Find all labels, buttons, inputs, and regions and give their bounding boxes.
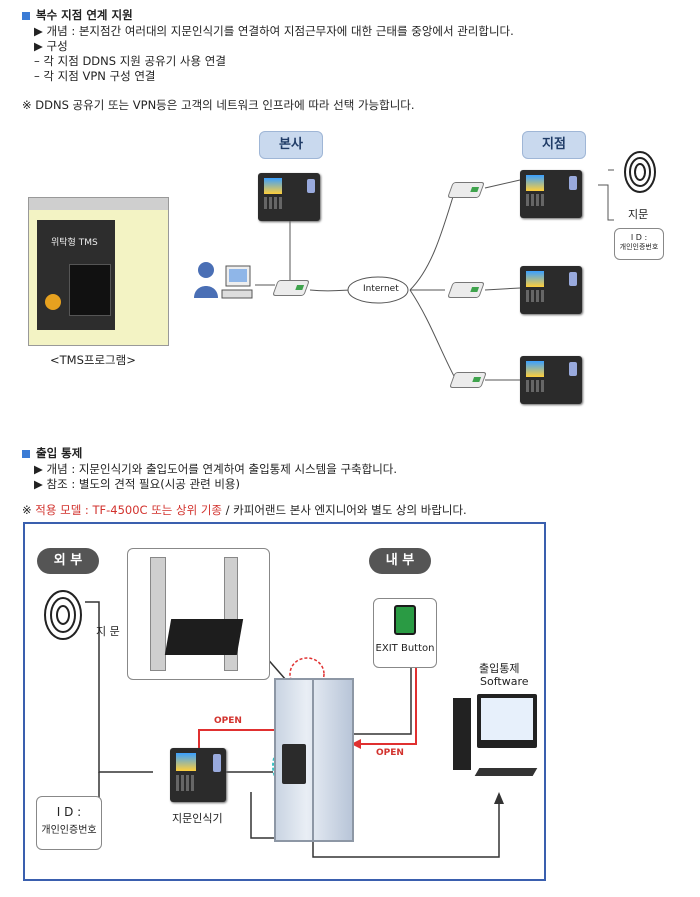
fingerprint-icon bbox=[624, 151, 656, 193]
pc-monitor bbox=[477, 694, 537, 748]
door-lock-hardware-panel bbox=[127, 548, 270, 680]
inside-label: 내 부 bbox=[369, 548, 431, 574]
id-sub-label: 개인인증번호 bbox=[619, 243, 659, 251]
fingerprint-icon bbox=[44, 590, 82, 640]
exit-button-label: EXIT Button bbox=[375, 643, 435, 654]
section1-line2: ▶ 구성 bbox=[34, 39, 68, 53]
branch-fingerprint-reader-1 bbox=[520, 170, 582, 218]
door-reader bbox=[282, 744, 306, 784]
section1-note: ※ DDNS 공유기 또는 VPN등은 고객의 네트워크 인프라에 따라 선택 … bbox=[22, 98, 415, 112]
glass-door bbox=[274, 678, 354, 842]
section1-line3: – 각 지점 DDNS 지원 공유기 사용 연결 bbox=[34, 54, 226, 68]
lock-plate bbox=[150, 557, 166, 671]
internet-label: Internet bbox=[363, 284, 399, 294]
exit-button-panel: EXIT Button bbox=[373, 598, 437, 668]
branch-router-icon-2 bbox=[447, 282, 485, 298]
branch-label: 지점 bbox=[522, 131, 586, 159]
software-label-line2: Software bbox=[480, 675, 529, 688]
note-mark: ※ bbox=[22, 503, 32, 517]
section2-note: ※ 적용 모델 : TF-4500C 또는 상위 기종 / 카피어랜드 본사 엔… bbox=[22, 503, 467, 517]
id-label: I D : bbox=[630, 233, 648, 242]
id-label: I D : bbox=[56, 805, 82, 819]
user-pc-icon bbox=[194, 262, 253, 299]
tms-title: 위탁형 TMS bbox=[51, 238, 98, 248]
section1-title-text: 복수 지점 연계 지원 bbox=[36, 8, 133, 22]
pc-tower bbox=[453, 698, 471, 770]
section1-line4: – 각 지점 VPN 구성 연결 bbox=[34, 69, 156, 83]
fingerprint-label: 지 문 bbox=[96, 625, 120, 638]
hq-fingerprint-reader bbox=[258, 173, 320, 221]
hq-label: 본사 bbox=[259, 131, 323, 159]
branch-router-icon-3 bbox=[449, 372, 487, 388]
fingerprint-label: 지문 bbox=[628, 208, 649, 221]
network-diagram-lines bbox=[255, 169, 614, 381]
section1-title: 복수 지점 연계 지원 bbox=[22, 8, 133, 22]
control-pc-icon bbox=[453, 694, 538, 782]
id-card: I D : 개인인증번호 bbox=[614, 228, 664, 260]
id-sub-label: 개인인증번호 bbox=[41, 825, 97, 836]
branch-fingerprint-reader-3 bbox=[520, 356, 582, 404]
tms-device-image bbox=[69, 264, 111, 316]
outside-label: 외 부 bbox=[37, 548, 99, 574]
tms-caption: <TMS프로그램> bbox=[50, 353, 136, 367]
tms-logo-icon bbox=[45, 294, 61, 310]
section2-title: 출입 통제 bbox=[22, 446, 82, 460]
controller-box bbox=[164, 619, 244, 655]
open-label-2: OPEN bbox=[376, 748, 404, 758]
pc-keyboard bbox=[474, 768, 538, 776]
tms-toolbar bbox=[29, 198, 168, 210]
tms-program-screenshot: 위탁형 TMS bbox=[28, 197, 169, 346]
exit-button-icon bbox=[394, 605, 416, 635]
section1-line1: ▶ 개념 : 본지점간 여러대의 지문인식기를 연결하여 지점근무자에 대한 근… bbox=[34, 24, 514, 38]
hq-router-icon bbox=[272, 280, 310, 296]
software-label-line1: 출입통제 bbox=[479, 662, 520, 675]
open-label-1: OPEN bbox=[214, 716, 242, 726]
section2-title-text: 출입 통제 bbox=[36, 446, 83, 460]
tms-cover: 위탁형 TMS bbox=[37, 220, 115, 330]
section2-line1: ▶ 개념 : 지문인식기와 출입도어를 연계하여 출입통제 시스템을 구축합니다… bbox=[34, 462, 398, 476]
square-bullet-icon bbox=[22, 11, 30, 20]
section2-line2: ▶ 참조 : 별도의 견적 필요(시공 관련 비용) bbox=[34, 477, 240, 491]
branch-fingerprint-reader-2 bbox=[520, 266, 582, 314]
internet-cloud bbox=[347, 276, 409, 304]
reader-label: 지문인식기 bbox=[172, 812, 223, 825]
fingerprint-reader bbox=[170, 748, 226, 802]
note-model: 적용 모델 : TF-4500C 또는 상위 기종 bbox=[35, 503, 222, 517]
id-card: I D : 개인인증번호 bbox=[36, 796, 102, 850]
note-rest: / 카피어랜드 본사 엔지니어와 별도 상의 바랍니다. bbox=[225, 503, 467, 517]
branch-router-icon-1 bbox=[447, 182, 485, 198]
square-bullet-icon bbox=[22, 449, 30, 458]
access-control-diagram bbox=[23, 522, 546, 881]
